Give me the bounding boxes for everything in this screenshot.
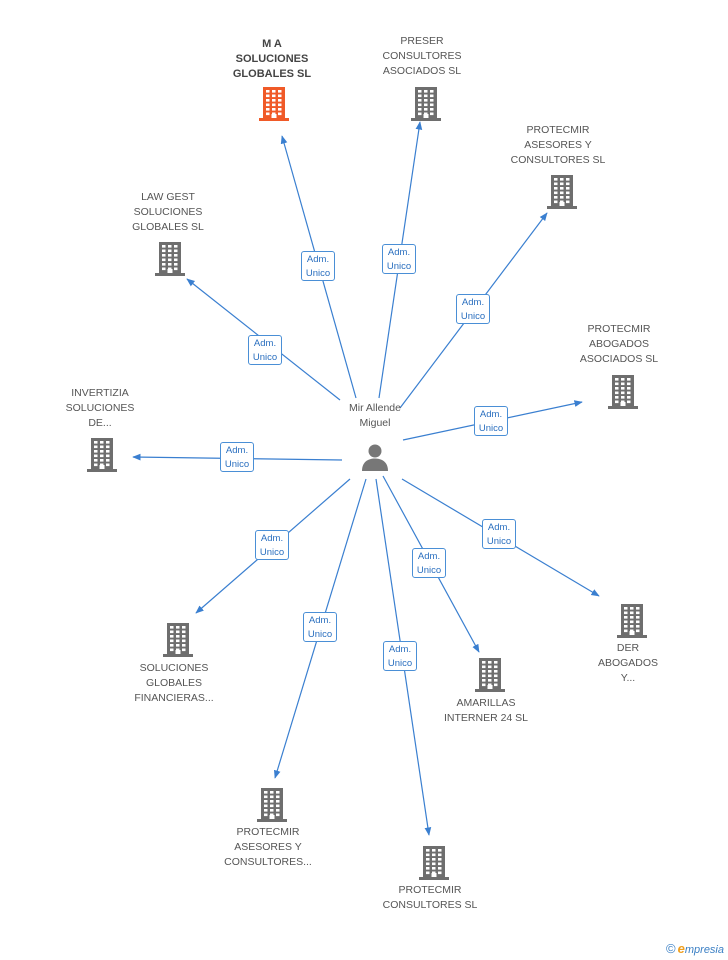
footer-brand: ©empresia bbox=[666, 941, 724, 956]
edge-label-preser[interactable]: Adm.Unico bbox=[382, 244, 416, 274]
copyright-icon: © bbox=[666, 941, 676, 956]
building-icon[interactable] bbox=[154, 241, 186, 282]
building-icon[interactable] bbox=[258, 86, 290, 127]
building-icon[interactable] bbox=[607, 374, 639, 415]
building-icon[interactable] bbox=[162, 622, 194, 663]
building-icon[interactable] bbox=[256, 787, 288, 828]
building-icon[interactable] bbox=[474, 657, 506, 698]
edge-label-law-gest[interactable]: Adm.Unico bbox=[248, 335, 282, 365]
edge-label-protecmir-abogados[interactable]: Adm.Unico bbox=[474, 406, 508, 436]
brand-name: mpresia bbox=[684, 944, 724, 956]
edge-label-soluciones-globales[interactable]: Adm.Unico bbox=[255, 530, 289, 560]
center-person-name[interactable]: Mir Allende Miguel bbox=[349, 402, 401, 429]
edge-label-invertizia[interactable]: Adm.Unico bbox=[220, 442, 254, 472]
building-icon[interactable] bbox=[86, 437, 118, 478]
edge-label-amarillas[interactable]: Adm.Unico bbox=[412, 548, 446, 578]
person-icon[interactable] bbox=[360, 442, 390, 472]
brand-initial: e bbox=[677, 941, 685, 956]
edge-label-protecmir-asesores-1[interactable]: Adm.Unico bbox=[456, 294, 490, 324]
building-icon[interactable] bbox=[410, 86, 442, 127]
building-icon[interactable] bbox=[616, 603, 648, 644]
edge-label-protecmir-consultores[interactable]: Adm.Unico bbox=[383, 641, 417, 671]
edge-label-ma-soluciones[interactable]: Adm.Unico bbox=[301, 251, 335, 281]
building-icon[interactable] bbox=[418, 845, 450, 886]
building-icon[interactable] bbox=[546, 174, 578, 215]
edge-label-protecmir-asesores-2[interactable]: Adm.Unico bbox=[303, 612, 337, 642]
edge-label-der-abogados[interactable]: Adm.Unico bbox=[482, 519, 516, 549]
